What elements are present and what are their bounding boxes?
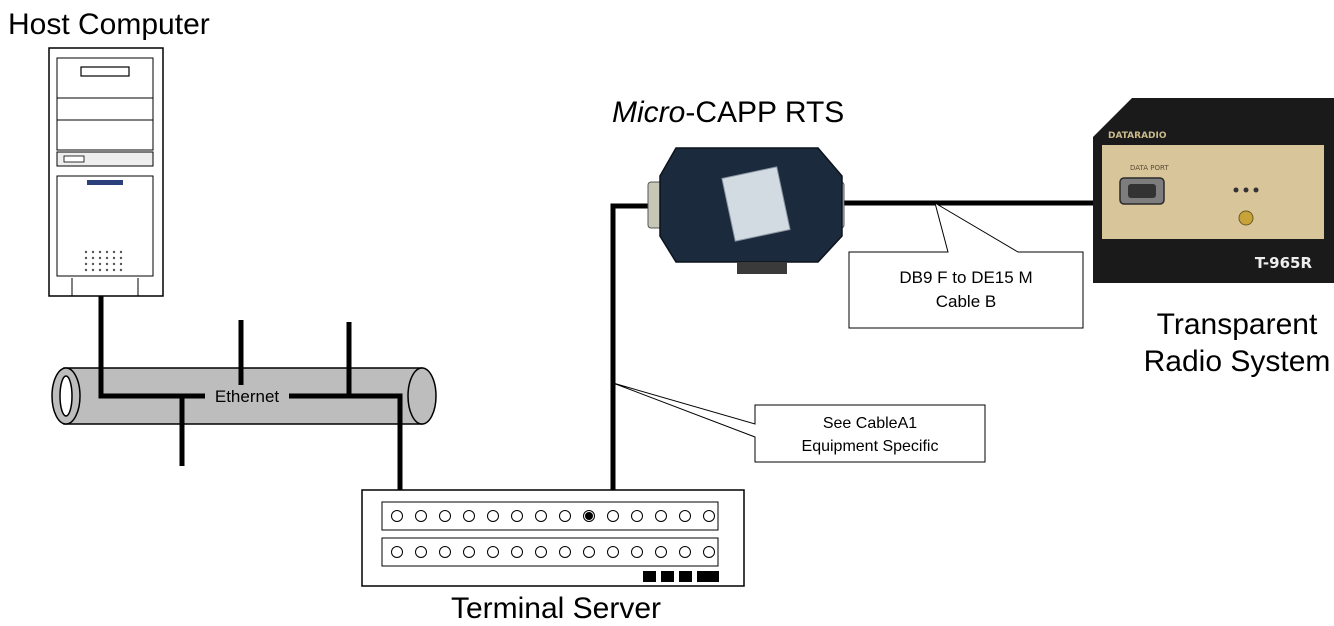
speaker-hole bbox=[112, 262, 116, 266]
terminal-port bbox=[391, 546, 403, 558]
micro-capp-label: Micro-CAPP RTS bbox=[612, 96, 844, 129]
terminal-port bbox=[439, 510, 451, 522]
status-led-icon bbox=[661, 571, 674, 582]
speaker-hole bbox=[98, 256, 102, 260]
drive-slot-icon bbox=[80, 66, 130, 77]
speaker-hole bbox=[98, 268, 102, 272]
speaker-hole bbox=[105, 256, 109, 260]
terminal-port bbox=[679, 510, 691, 522]
speaker-hole bbox=[119, 262, 123, 266]
speaker-hole bbox=[119, 256, 123, 260]
speaker-hole bbox=[112, 256, 116, 260]
device-label-sticker bbox=[721, 166, 791, 242]
speaker-hole bbox=[119, 268, 123, 272]
speaker-hole bbox=[105, 262, 109, 266]
terminal-port bbox=[487, 546, 499, 558]
terminal-port bbox=[679, 546, 691, 558]
terminal-server bbox=[361, 489, 745, 587]
terminal-port bbox=[703, 510, 715, 522]
terminal-port bbox=[463, 546, 475, 558]
terminal-port bbox=[535, 510, 547, 522]
terminal-port bbox=[559, 510, 571, 522]
speaker-hole bbox=[91, 256, 95, 260]
speaker-hole bbox=[119, 250, 123, 254]
speaker-hole bbox=[105, 250, 109, 254]
micro-capp-label-rest: -CAPP RTS bbox=[685, 96, 844, 129]
speaker-hole bbox=[98, 262, 102, 266]
terminal-port bbox=[703, 546, 715, 558]
antenna-connector-icon bbox=[1238, 210, 1254, 226]
terminal-port bbox=[415, 510, 427, 522]
power-indicator-icon bbox=[87, 180, 123, 185]
speaker-grille-icon bbox=[84, 250, 123, 272]
terminal-port bbox=[415, 546, 427, 558]
network-cables bbox=[98, 200, 1095, 517]
speaker-hole bbox=[98, 250, 102, 254]
host-computer-label: Host Computer bbox=[8, 8, 210, 41]
terminal-port bbox=[655, 510, 667, 522]
transparent-radio-label-line2: Radio System bbox=[1144, 345, 1331, 378]
terminal-port bbox=[559, 546, 571, 558]
callout-cable-b-line1: DB9 F to DE15 M bbox=[899, 268, 1032, 287]
terminal-port bbox=[535, 546, 547, 558]
status-led-icon bbox=[697, 571, 719, 582]
radio-port-label: DATA PORT bbox=[1130, 164, 1169, 172]
ethernet-label: Ethernet bbox=[215, 387, 280, 406]
speaker-hole bbox=[91, 250, 95, 254]
terminal-port bbox=[487, 510, 499, 522]
speaker-hole bbox=[84, 268, 88, 272]
callout-cable-b: DB9 F to DE15 M Cable B bbox=[848, 201, 1084, 329]
speaker-hole bbox=[84, 250, 88, 254]
callout-cable-a1-line1: See CableA1 bbox=[823, 415, 917, 432]
callout-cable-a1-line2: Equipment Specific bbox=[802, 438, 939, 455]
status-led-icon bbox=[679, 571, 692, 582]
host-computer-tower bbox=[48, 47, 164, 297]
speaker-hole bbox=[84, 256, 88, 260]
terminal-port bbox=[511, 510, 523, 522]
micro-capp-device bbox=[647, 147, 845, 274]
terminal-server-label: Terminal Server bbox=[451, 592, 661, 625]
callout-cable-a1: See CableA1 Equipment Specific bbox=[612, 382, 986, 463]
ethernet-label-bg bbox=[205, 385, 289, 407]
speaker-hole bbox=[112, 268, 116, 272]
terminal-port bbox=[463, 510, 475, 522]
speaker-hole bbox=[112, 250, 116, 254]
speaker-hole bbox=[84, 262, 88, 266]
callout-cable-b-line2: Cable B bbox=[936, 292, 996, 311]
floppy-drive-icon bbox=[63, 155, 85, 163]
terminal-port-connected bbox=[585, 512, 593, 520]
speaker-hole bbox=[91, 262, 95, 266]
terminal-server-ports bbox=[391, 510, 715, 558]
radio-model: T-965R bbox=[1255, 254, 1313, 272]
speaker-hole bbox=[105, 268, 109, 272]
terminal-port bbox=[511, 546, 523, 558]
speaker-hole bbox=[91, 268, 95, 272]
status-led-icon bbox=[643, 571, 656, 582]
terminal-port bbox=[607, 510, 619, 522]
transparent-radio-label-line1: Transparent bbox=[1157, 308, 1318, 341]
terminal-port bbox=[391, 510, 403, 522]
micro-capp-label-italic: Micro bbox=[612, 96, 685, 129]
radio-brand: DATARADIO bbox=[1108, 131, 1167, 141]
terminal-port bbox=[583, 546, 595, 558]
terminal-port bbox=[655, 546, 667, 558]
terminal-port bbox=[607, 546, 619, 558]
terminal-port bbox=[631, 510, 643, 522]
radio-device: DATARADIO DATA PORT T-965R bbox=[1093, 98, 1334, 283]
terminal-port bbox=[631, 546, 643, 558]
terminal-port bbox=[439, 546, 451, 558]
